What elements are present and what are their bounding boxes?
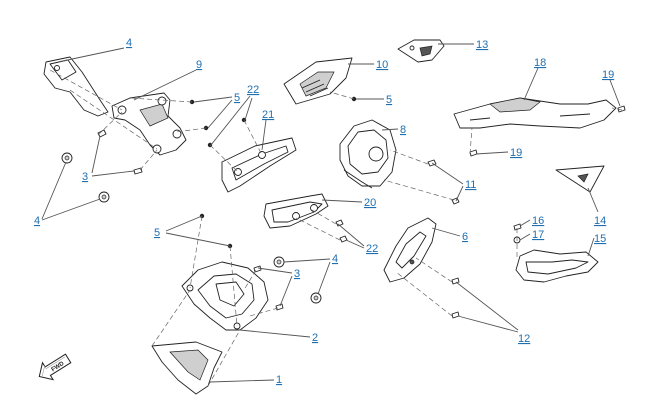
callout-4-right[interactable]: 4 — [332, 253, 338, 265]
part-4-grommet-right-upper — [273, 256, 285, 268]
part-3-screw-left-a — [97, 129, 107, 138]
callout-21[interactable]: 21 — [262, 109, 274, 121]
part-4-grommet-left-upper — [61, 152, 73, 164]
part-4-grommet-left-lower — [98, 191, 110, 203]
callout-12[interactable]: 12 — [518, 333, 530, 345]
part-8-bracket — [111, 92, 187, 156]
callout-6[interactable]: 6 — [462, 231, 468, 243]
callout-22-lower[interactable]: 22 — [366, 243, 378, 255]
part-20-panel — [263, 193, 329, 229]
part-7-bracket — [43, 56, 109, 117]
callout-1[interactable]: 1 — [276, 374, 282, 386]
callout-2[interactable]: 2 — [312, 332, 318, 344]
part-11-screw-b — [451, 197, 460, 205]
part-16-screw — [513, 223, 522, 231]
part-3-screw-right-b — [275, 303, 284, 311]
callout-17[interactable]: 17 — [532, 229, 544, 241]
part-22-screw-a — [335, 219, 344, 227]
part-2-side-panel — [181, 261, 269, 331]
callout-5-lower[interactable]: 5 — [154, 227, 160, 239]
part-15-duct — [515, 249, 599, 283]
forward-arrow-icon: FWD — [38, 353, 72, 381]
part-12-screw-lower — [451, 311, 460, 319]
callout-labels: 4 9 5 22 21 3 4 10 5 13 18 19 8 19 11 14… — [34, 37, 614, 386]
callout-18[interactable]: 18 — [534, 57, 546, 69]
callout-13[interactable]: 13 — [476, 39, 488, 51]
callout-5-mid[interactable]: 5 — [386, 94, 392, 106]
callout-19-upper[interactable]: 19 — [602, 69, 614, 81]
part-19-screw-rear — [617, 105, 626, 113]
callout-10[interactable]: 8 — [400, 124, 406, 136]
callout-15[interactable]: 15 — [594, 233, 606, 245]
part-6-cover — [383, 217, 437, 283]
callout-20[interactable]: 20 — [364, 197, 376, 209]
callout-22-upper[interactable]: 22 — [247, 84, 259, 96]
part-10-cover — [339, 119, 397, 189]
callout-5-upper[interactable]: 5 — [234, 92, 240, 104]
part-9-panel — [283, 57, 353, 105]
callout-3-right[interactable]: 3 — [294, 268, 300, 280]
callout-8[interactable]: 9 — [196, 59, 202, 71]
part-4-grommet-right-lower — [310, 292, 322, 304]
callout-16[interactable]: 16 — [532, 215, 544, 227]
part-14-trim — [555, 165, 605, 193]
callout-11[interactable]: 11 — [465, 179, 476, 191]
callout-4-left[interactable]: 4 — [34, 215, 40, 227]
callout-3-left[interactable]: 3 — [82, 171, 88, 183]
part-21-cover — [221, 137, 297, 193]
part-19-screw-front — [469, 149, 478, 157]
part-1-lower-panel — [151, 341, 223, 395]
part-13-cover — [397, 39, 445, 63]
callout-7[interactable]: 4 — [126, 37, 132, 49]
callout-14[interactable]: 14 — [594, 215, 606, 227]
assembly-lines — [49, 69, 623, 387]
part-18-cover — [453, 97, 617, 129]
callout-19-lower[interactable]: 19 — [510, 147, 522, 159]
part-22-screw-b — [339, 235, 348, 243]
callout-9[interactable]: 10 — [376, 59, 388, 71]
leader-lines — [41, 43, 621, 383]
